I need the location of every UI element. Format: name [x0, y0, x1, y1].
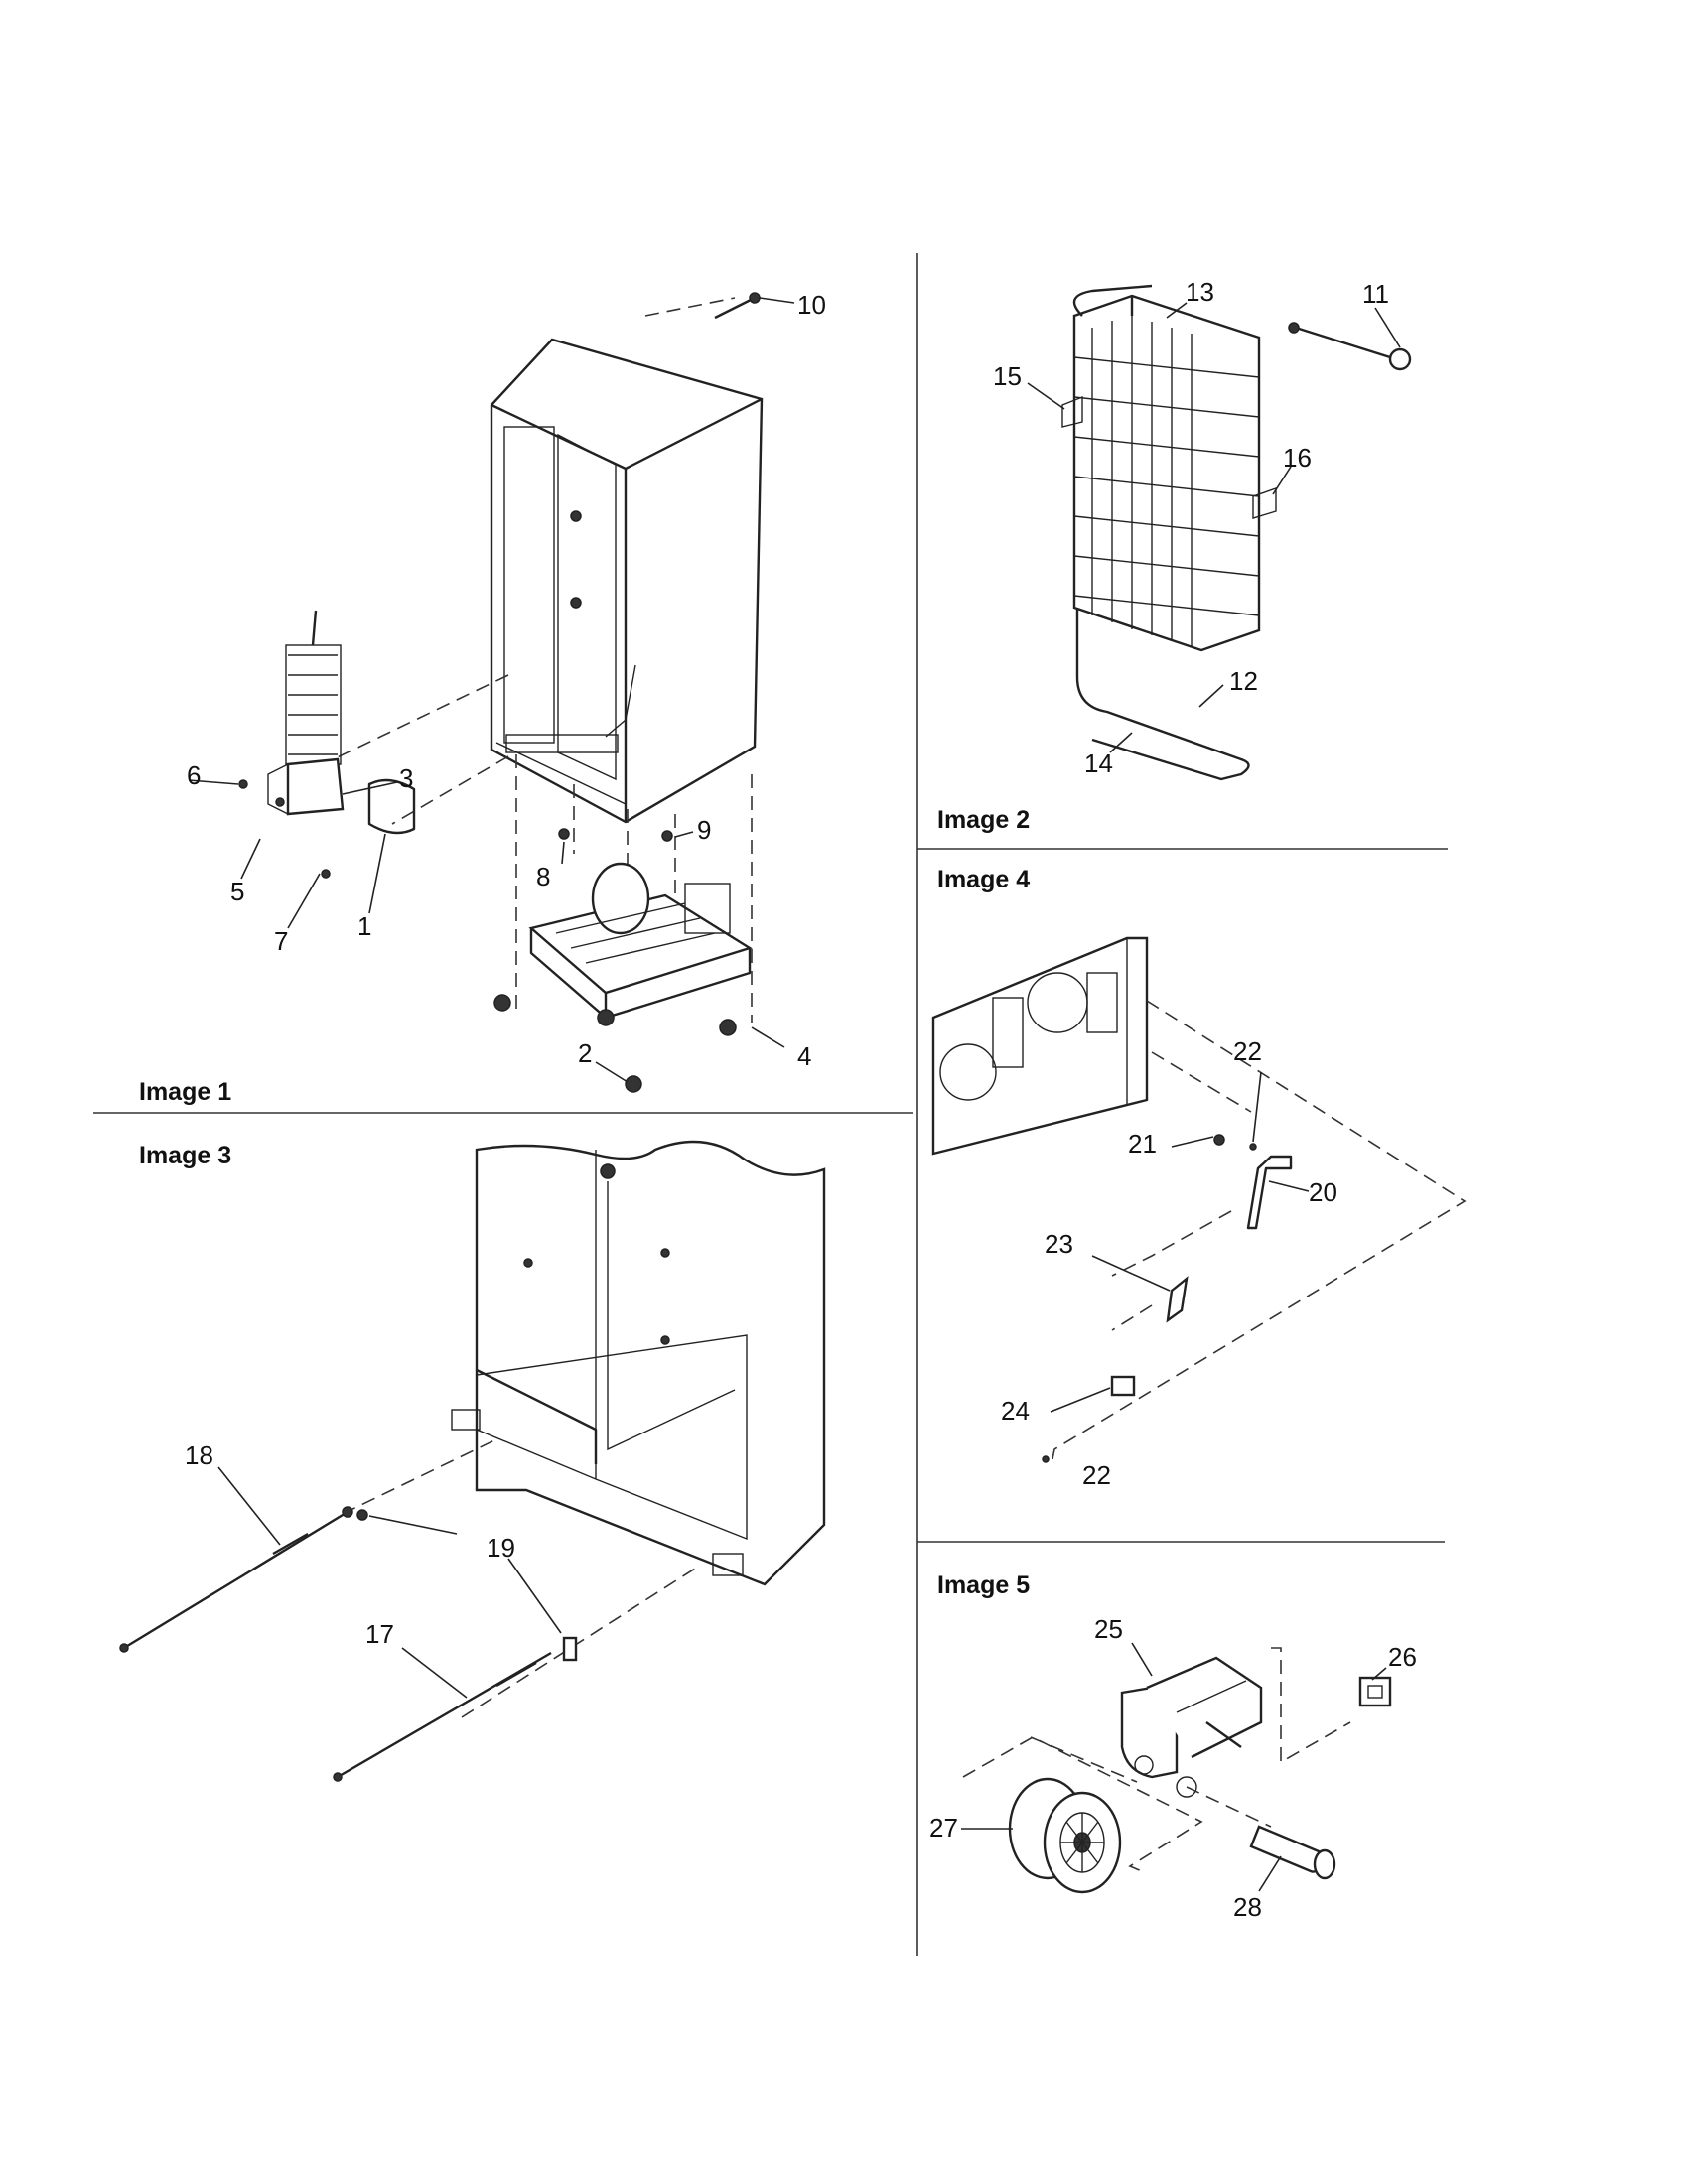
callout-20: 20	[1309, 1177, 1337, 1207]
image2-callouts: 11 12 13 14 15 16	[993, 277, 1389, 778]
callout-21: 21	[1128, 1129, 1157, 1159]
image3-illustration	[119, 1140, 826, 1782]
image4-label: Image 4	[937, 866, 1030, 893]
callout-25: 25	[1094, 1614, 1123, 1644]
image4-callouts: 20 21 22 22 23 24	[1001, 1036, 1337, 1490]
image2-label: Image 2	[937, 806, 1030, 834]
callout-22b: 22	[1082, 1460, 1111, 1490]
axle-pin	[1249, 1825, 1323, 1873]
evaporator-coil	[1072, 294, 1261, 652]
callout-17: 17	[365, 1619, 394, 1649]
machine-compartment	[931, 936, 1149, 1156]
callout-15: 15	[993, 361, 1022, 391]
image3-callouts: 17 18 19 19	[185, 1440, 515, 1649]
callout-27: 27	[929, 1813, 958, 1843]
callout-24: 24	[1001, 1396, 1030, 1426]
callout-6: 6	[187, 760, 201, 790]
callout-7: 7	[274, 926, 288, 956]
image1-callouts: 1 2 3 4 5 6 7 8 9 10	[187, 290, 826, 1071]
roller-bracket	[1120, 1656, 1263, 1798]
cabinet-lower-section	[451, 1140, 826, 1586]
callout-13: 13	[1186, 277, 1214, 307]
clamp-part	[367, 778, 416, 835]
callout-2: 2	[578, 1038, 592, 1068]
image1-label: Image 1	[139, 1078, 231, 1106]
image1-illustration	[188, 292, 795, 1093]
image4-illustration	[931, 936, 1467, 1463]
callout-4: 4	[797, 1041, 811, 1071]
callout-9: 9	[697, 815, 711, 845]
callout-16: 16	[1283, 443, 1312, 473]
image5-callouts: 25 26 27 28	[929, 1614, 1417, 1922]
compressor-tray	[528, 862, 753, 1020]
panel-dividers	[93, 253, 1448, 1956]
callout-28: 28	[1233, 1892, 1262, 1922]
callout-12: 12	[1229, 666, 1258, 696]
callout-14: 14	[1084, 749, 1113, 778]
condenser-coil	[285, 610, 342, 765]
callout-26: 26	[1388, 1642, 1417, 1672]
refrigerator-cabinet	[490, 338, 764, 824]
roller-wheel	[1008, 1777, 1122, 1894]
image3-label: Image 3	[139, 1142, 231, 1169]
callout-23: 23	[1045, 1229, 1073, 1259]
callout-11: 11	[1362, 279, 1389, 309]
callout-3: 3	[399, 763, 413, 793]
image2-illustration	[1027, 284, 1412, 781]
callout-18: 18	[185, 1440, 213, 1470]
image5-label: Image 5	[937, 1571, 1030, 1599]
callout-10: 10	[797, 290, 826, 320]
callout-22a: 22	[1233, 1036, 1262, 1066]
image5-illustration	[961, 1642, 1392, 1894]
condenser-bracket	[286, 757, 345, 816]
callout-5: 5	[230, 877, 244, 906]
callout-1: 1	[357, 911, 371, 941]
callout-19b: 19	[487, 1533, 515, 1563]
callout-8: 8	[536, 862, 550, 891]
